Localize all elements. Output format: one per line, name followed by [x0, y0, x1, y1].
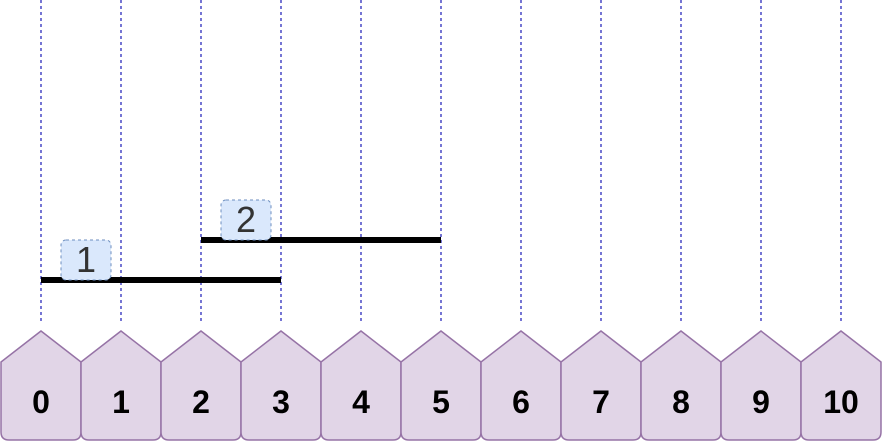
- tick-label-1: 1: [112, 384, 130, 420]
- interval-2-label: 2: [236, 199, 256, 240]
- tick-label-6: 6: [512, 384, 530, 420]
- interval-1-label-box: [60, 239, 112, 281]
- tick-label-8: 8: [672, 384, 690, 420]
- tick-marker-10: [800, 330, 882, 441]
- tick-label-5: 5: [432, 384, 450, 420]
- tick-label-2: 2: [192, 384, 210, 420]
- tick-label-4: 4: [352, 384, 370, 420]
- tick-label-3: 3: [272, 384, 290, 420]
- interval-2-label-box: [220, 199, 272, 241]
- tick-label-10: 10: [823, 384, 859, 420]
- tick-label-0: 0: [32, 384, 50, 420]
- interval-1-label: 1: [76, 239, 96, 280]
- tick-markers: 0 1 2 3 4 5 6 7 8 9 10: [0, 330, 882, 441]
- intervals: 12: [41, 199, 441, 283]
- tick-label-9: 9: [752, 384, 770, 420]
- gridlines: [40, 0, 842, 322]
- tick-label-7: 7: [592, 384, 610, 420]
